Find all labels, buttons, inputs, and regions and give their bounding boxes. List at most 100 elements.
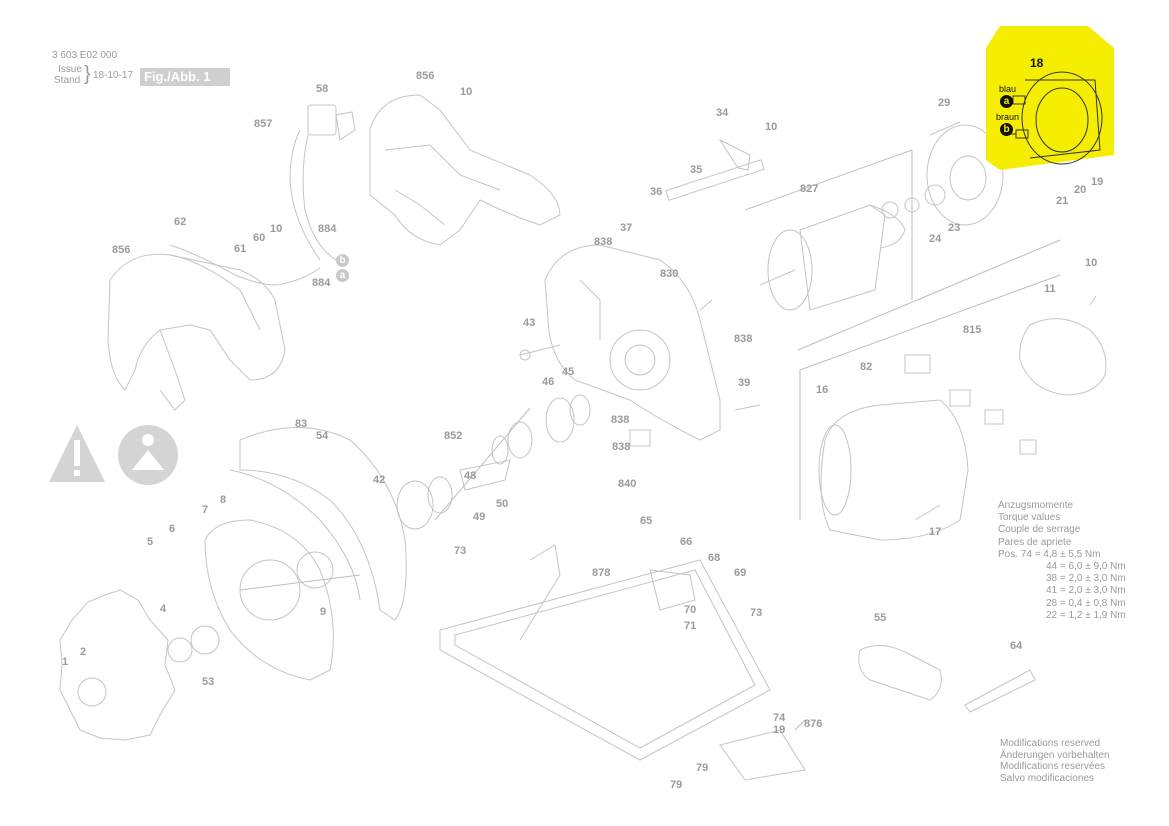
part-label: 66 (680, 536, 693, 548)
modifications-line: Modifications reserved (1000, 738, 1101, 749)
part-label: 10 (270, 223, 283, 235)
part-label: 74 (773, 712, 786, 724)
part-label: 876 (804, 718, 823, 730)
torque-values-table: Anzugsmomente Torque values Couple de se… (998, 500, 1126, 622)
armature (759, 184, 946, 311)
part-label: 55 (874, 612, 887, 624)
part-label: 58 (316, 83, 329, 95)
part-label: 815 (963, 324, 982, 336)
part-label: 42 (373, 474, 386, 486)
part-label: 69 (734, 567, 747, 579)
part-label: 4 (160, 603, 167, 615)
part-label: 1 (62, 656, 69, 668)
torque-line: Torque values (998, 512, 1061, 524)
handle-housing-lower (107, 253, 286, 411)
stand-label: Stand (54, 75, 81, 86)
part-label: 37 (620, 222, 633, 234)
modifications-notice: Modifications reserved Änderungen vorbeh… (1000, 738, 1110, 784)
part-label: 856 (112, 244, 131, 256)
wire-b-marker: b (1000, 123, 1013, 136)
part-label: 49 (473, 511, 486, 523)
shaft (665, 138, 765, 201)
part-label: 68 (708, 552, 721, 564)
part-label: 838 (611, 414, 630, 426)
part-label: 856 (416, 70, 435, 82)
lower-blade-guard (204, 519, 334, 681)
gear-set (396, 394, 651, 530)
part-label: 6 (169, 523, 176, 535)
gear-housing (544, 244, 721, 441)
torque-line: 28 = 0,4 ± 0,8 Nm (1046, 597, 1126, 609)
part-label: 830 (660, 268, 679, 280)
part-label: 70 (684, 604, 697, 616)
switch-assembly (289, 104, 356, 263)
part-label: 884 (318, 223, 337, 235)
marker-a: a (336, 269, 349, 282)
part-label: 827 (800, 183, 819, 195)
leader-lines (239, 149, 1061, 731)
issue-label: Issue (58, 64, 82, 75)
motor-housing (818, 354, 1037, 541)
brush-housing (1019, 318, 1107, 396)
parallel-guide (719, 729, 806, 781)
part-label: 53 (202, 676, 215, 688)
part-label: 10 (765, 121, 778, 133)
handle-housing-upper (369, 94, 561, 246)
part-label: 39 (738, 377, 751, 389)
part-label: 50 (496, 498, 509, 510)
brace-symbol: } (84, 63, 91, 85)
part-label: 21 (1056, 195, 1069, 207)
part-label: 54 (316, 430, 329, 442)
torque-line: 38 = 2,0 ± 3,0 Nm (1046, 573, 1126, 585)
part-label: 838 (734, 333, 753, 345)
saw-blade (59, 589, 220, 741)
part-label: 61 (234, 243, 247, 255)
part-label: 840 (618, 478, 637, 490)
warning-triangle-icon (49, 425, 105, 482)
part-label: 878 (592, 567, 611, 579)
torque-line: Pos. 74 = 4,8 ± 5,5 Nm (998, 548, 1101, 560)
torque-line: Anzugsmomente (998, 500, 1074, 511)
wire-a-marker: a (1000, 95, 1013, 108)
part-label: 884 (312, 277, 331, 289)
modifications-line: Änderungen vorbehalten (1000, 749, 1110, 761)
part-label: 10 (1085, 257, 1098, 269)
part-label: 16 (816, 384, 829, 396)
part-label: 46 (542, 376, 555, 388)
part-label: 60 (253, 232, 266, 244)
part-label: 7 (202, 504, 209, 516)
modifications-line: Salvo modificaciones (1000, 772, 1094, 784)
part-label: 24 (929, 233, 942, 245)
part-label: 9 (320, 606, 327, 618)
part-label: 36 (650, 186, 663, 198)
part-label: 838 (612, 441, 631, 453)
figure-label: Fig./Abb. 1 (140, 68, 230, 86)
part-label: 73 (454, 545, 467, 557)
document-number: 3 603 E02 000 (52, 50, 118, 61)
part-label: 29 (938, 97, 951, 109)
part-label: 838 (594, 236, 613, 248)
part-label: 852 (444, 430, 463, 442)
base-plate (439, 544, 771, 761)
part-label: 48 (464, 470, 477, 482)
highlight-part-number: 18 (1030, 56, 1044, 70)
read-manual-icon (118, 425, 178, 485)
part-label: 82 (860, 361, 873, 373)
part-label: 8 (220, 494, 227, 506)
part-label: 62 (174, 216, 187, 228)
bearing-cover (926, 121, 1004, 226)
part-label: 71 (684, 620, 697, 632)
hex-key (964, 669, 1036, 713)
part-label: 43 (523, 317, 536, 329)
part-label: 73 (750, 607, 763, 619)
part-label: 34 (716, 107, 729, 119)
part-label: 19 (1091, 176, 1104, 188)
torque-line: 41 = 2,0 ± 3,0 Nm (1046, 585, 1126, 597)
blade-guard (229, 427, 407, 621)
part-label: 83 (295, 418, 308, 430)
part-label: 35 (690, 164, 703, 176)
part-label: 20 (1074, 184, 1087, 196)
marker-b: b (336, 254, 349, 267)
wire-a-label: blau (999, 84, 1017, 94)
